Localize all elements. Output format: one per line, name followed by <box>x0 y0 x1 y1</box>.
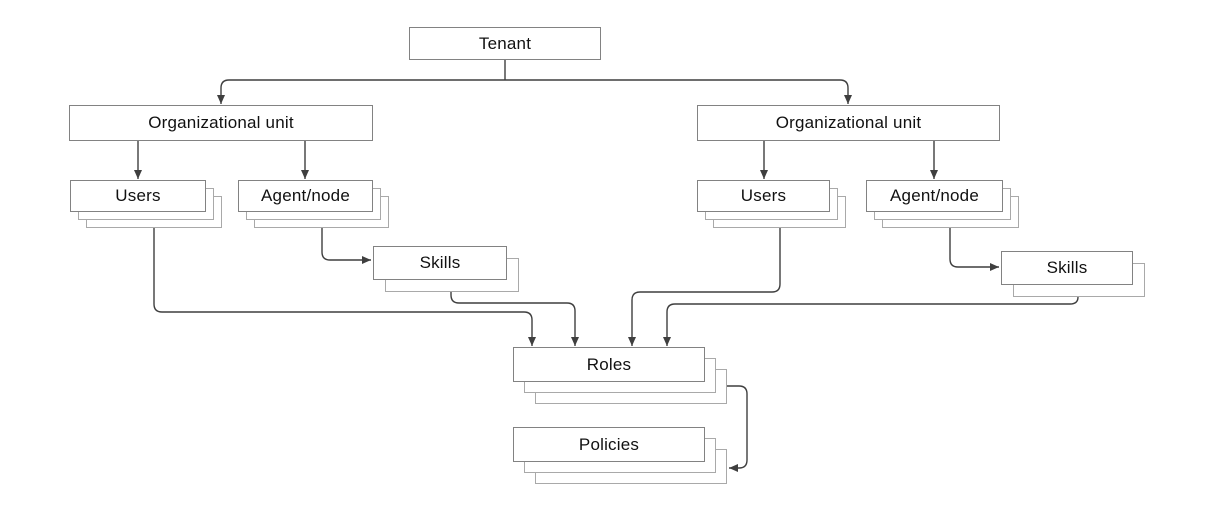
node-label: Roles <box>586 354 632 374</box>
edge-agentright-to-skills <box>949 228 999 271</box>
node-users-left: Users <box>70 180 222 228</box>
node-label: Tenant <box>478 33 532 53</box>
node-users-right-box: Users <box>697 180 830 212</box>
node-label: Users <box>740 186 787 205</box>
node-agent-node-right: Agent/node <box>866 180 1019 228</box>
node-label: Agent/node <box>261 186 350 205</box>
node-skills-right: Skills <box>1001 251 1145 297</box>
node-users-right: Users <box>697 180 846 228</box>
node-agent-node-left: Agent/node <box>238 180 389 228</box>
node-users-left-box: Users <box>70 180 206 212</box>
edge-usersleft-to-roles <box>153 228 536 346</box>
node-label: Policies <box>578 434 640 454</box>
node-tenant: Tenant <box>409 27 601 60</box>
edge-tenant-to-org-right <box>505 79 852 104</box>
node-skills-left-box: Skills <box>373 246 507 280</box>
node-org-unit-right: Organizational unit <box>697 105 1000 141</box>
edge-agentleft-to-skills <box>321 228 371 264</box>
node-roles: Roles <box>513 347 727 404</box>
node-label: Agent/node <box>890 186 979 205</box>
edge-usersright-to-roles <box>628 228 781 346</box>
node-org-unit-left-box: Organizational unit <box>69 105 373 141</box>
edge-tenant-to-org-left <box>217 79 505 104</box>
node-org-unit-right-box: Organizational unit <box>697 105 1000 141</box>
edge-skillsright-to-roles <box>663 296 1079 346</box>
node-policies: Policies <box>513 427 727 484</box>
edge-skillsleft-to-roles <box>450 292 579 346</box>
node-org-unit-left: Organizational unit <box>69 105 373 141</box>
edge-roles-to-policies <box>727 385 748 472</box>
node-skills-left: Skills <box>373 246 519 292</box>
node-agent-node-right-box: Agent/node <box>866 180 1003 212</box>
node-label: Skills <box>419 253 461 272</box>
node-label: Users <box>115 186 161 205</box>
node-label: Skills <box>1046 258 1088 277</box>
node-label: Organizational unit <box>148 113 294 132</box>
node-policies-box: Policies <box>513 427 705 462</box>
node-tenant-box: Tenant <box>409 27 601 60</box>
node-skills-right-box: Skills <box>1001 251 1133 285</box>
node-agent-node-left-box: Agent/node <box>238 180 373 212</box>
node-label: Organizational unit <box>775 113 922 132</box>
node-roles-box: Roles <box>513 347 705 382</box>
